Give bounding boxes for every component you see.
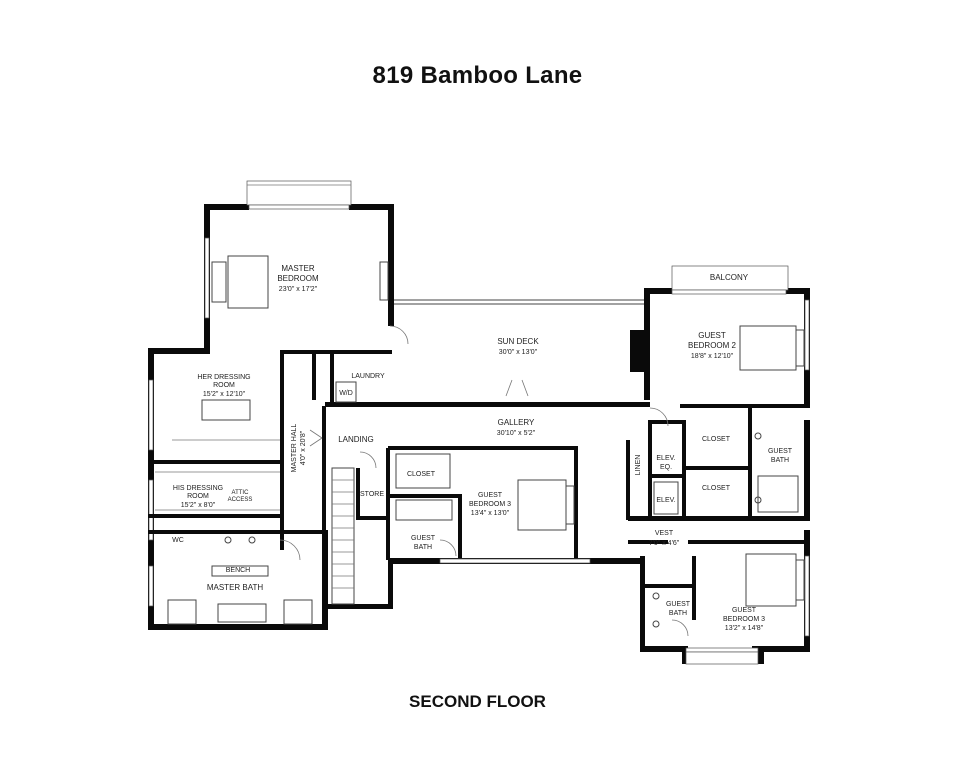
label-his-dressing-2: ROOM: [187, 493, 209, 500]
label-guest-bath-c-2: BATH: [414, 544, 432, 551]
label-master-hall-dims: 4'0" x 20'8": [300, 430, 307, 465]
interior-walls: [148, 299, 808, 620]
label-wd: W/D: [339, 390, 353, 397]
label-her-dressing-2: ROOM: [213, 382, 235, 389]
label-store: STORE: [360, 491, 384, 498]
room-labels: MASTER BEDROOM 23'0" x 17'2" SUN DECK 30…: [172, 264, 793, 632]
label-attic-1: ATTIC: [232, 490, 250, 496]
label-guest-bedroom-3c-dims: 13'4" x 13'0": [471, 510, 510, 517]
label-linen: LINEN: [635, 455, 642, 476]
label-guest-bath-r-1: GUEST: [768, 448, 793, 455]
label-master-bedroom-1: MASTER: [281, 264, 315, 273]
label-guest-bath-l-2: BATH: [669, 610, 687, 617]
label-closet-b: CLOSET: [702, 485, 731, 492]
label-master-bedroom-dims: 23'0" x 17'2": [279, 286, 318, 293]
label-guest-bedroom-3r-2: BEDROOM 3: [723, 616, 765, 623]
label-sun-deck: SUN DECK: [497, 337, 539, 346]
label-guest-bedroom-2-dims: 18'8" x 12'10": [691, 353, 734, 360]
label-wc: WC: [172, 537, 184, 544]
label-his-dressing-dims: 15'2" x 8'0": [181, 502, 216, 509]
label-vest: VEST: [655, 530, 674, 537]
label-guest-bath-r-2: BATH: [771, 457, 789, 464]
floor-label: SECOND FLOOR: [409, 692, 546, 711]
label-her-dressing-dims: 15'2" x 12'10": [203, 391, 246, 398]
label-guest-bedroom-3c-1: GUEST: [478, 492, 503, 499]
label-gallery-dims: 30'10" x 5'2": [497, 430, 536, 437]
stairs: [331, 467, 355, 605]
label-guest-bedroom-2-2: BEDROOM 2: [688, 341, 737, 350]
fixtures: [155, 255, 805, 637]
label-vest-dims: 7'0" x 4'6": [649, 540, 680, 547]
label-guest-bedroom-3c-2: BEDROOM 3: [469, 501, 511, 508]
label-elev-eq-1: ELEV.: [656, 455, 675, 462]
page-title: 819 Bamboo Lane: [372, 62, 583, 89]
label-her-dressing-1: HER DRESSING: [197, 374, 250, 381]
label-sun-deck-dims: 30'0" x 13'0": [499, 349, 538, 356]
label-guest-bedroom-3r-dims: 13'2" x 14'8": [725, 625, 764, 632]
windows: [148, 180, 810, 665]
label-guest-bedroom-2-1: GUEST: [698, 331, 726, 340]
label-balcony: BALCONY: [710, 273, 749, 282]
label-master-bedroom-2: BEDROOM: [277, 274, 319, 283]
label-master-hall: MASTER HALL: [291, 424, 298, 473]
label-guest-bath-c-1: GUEST: [411, 535, 436, 542]
label-guest-bath-l-1: GUEST: [666, 601, 691, 608]
label-closet-a: CLOSET: [702, 436, 731, 443]
label-laundry: LAUNDRY: [351, 373, 385, 380]
label-closet-gb3: CLOSET: [407, 471, 436, 478]
label-bench: BENCH: [226, 567, 251, 574]
label-elev: ELEV.: [656, 497, 675, 504]
label-gallery: GALLERY: [498, 418, 535, 427]
label-master-bath: MASTER BATH: [207, 583, 264, 592]
label-attic-2: ACCESS: [228, 497, 253, 503]
label-landing: LANDING: [338, 435, 374, 444]
label-guest-bedroom-3r-1: GUEST: [732, 607, 757, 614]
label-his-dressing-1: HIS DRESSING: [173, 485, 223, 492]
label-elev-eq-2: EQ.: [660, 464, 672, 471]
